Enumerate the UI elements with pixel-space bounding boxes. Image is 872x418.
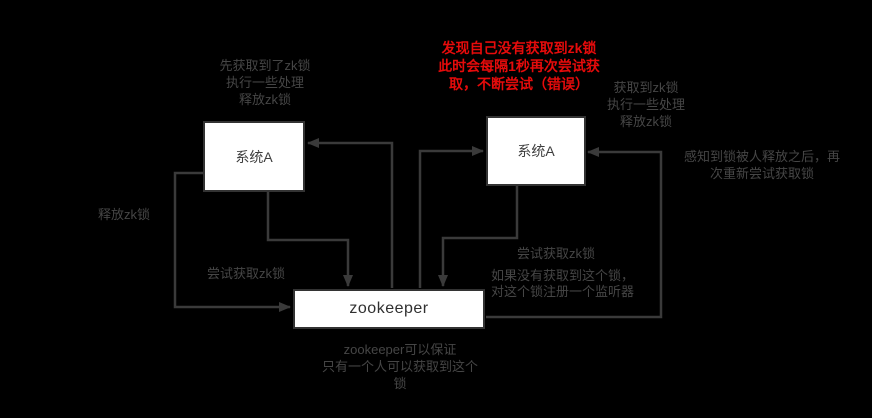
note-sense-release: 感知到锁被人释放之后，再 次重新尝试获取锁 bbox=[683, 149, 840, 181]
node-zookeeper: zookeeper bbox=[293, 289, 485, 329]
node-system-a-right-label: 系统A bbox=[517, 143, 555, 159]
note-zookeeper-guarantee: zookeeper可以保证 只有一个人可以获取到这个 锁 bbox=[321, 342, 478, 391]
note-release-lock: 释放zk锁 bbox=[98, 207, 151, 222]
connector-right-system-try-acquire bbox=[438, 185, 519, 287]
connector-zk-to-right-system bbox=[418, 146, 484, 288]
note-acquire-after: 获取到zk锁 执行一些处理 释放zk锁 bbox=[606, 80, 685, 129]
node-system-a-right: 系统A bbox=[486, 116, 586, 186]
note-retry-error: 发现自己没有获取到zk锁 此时会每隔1秒再次尝试获 取，不断尝试（错误） bbox=[438, 40, 600, 92]
connector-left-system-try-acquire bbox=[266, 191, 353, 287]
node-system-a-left-label: 系统A bbox=[235, 148, 273, 165]
note-register-listener: 如果没有获取到这个锁， 对这个锁注册一个监听器 bbox=[491, 268, 635, 299]
node-system-a-left: 系统A bbox=[203, 121, 305, 192]
connector-left-system-release bbox=[173, 171, 291, 312]
connector-zk-notify-right-system bbox=[486, 147, 663, 319]
note-try-acquire-right: 尝试获取zk锁 bbox=[517, 246, 596, 261]
note-acquire-first: 先获取到了zk锁 执行一些处理 释放zk锁 bbox=[219, 58, 311, 107]
node-zookeeper-label: zookeeper bbox=[349, 300, 429, 317]
note-try-acquire-left: 尝试获取zk锁 bbox=[207, 266, 286, 281]
connector-zk-to-left-system bbox=[307, 138, 394, 288]
